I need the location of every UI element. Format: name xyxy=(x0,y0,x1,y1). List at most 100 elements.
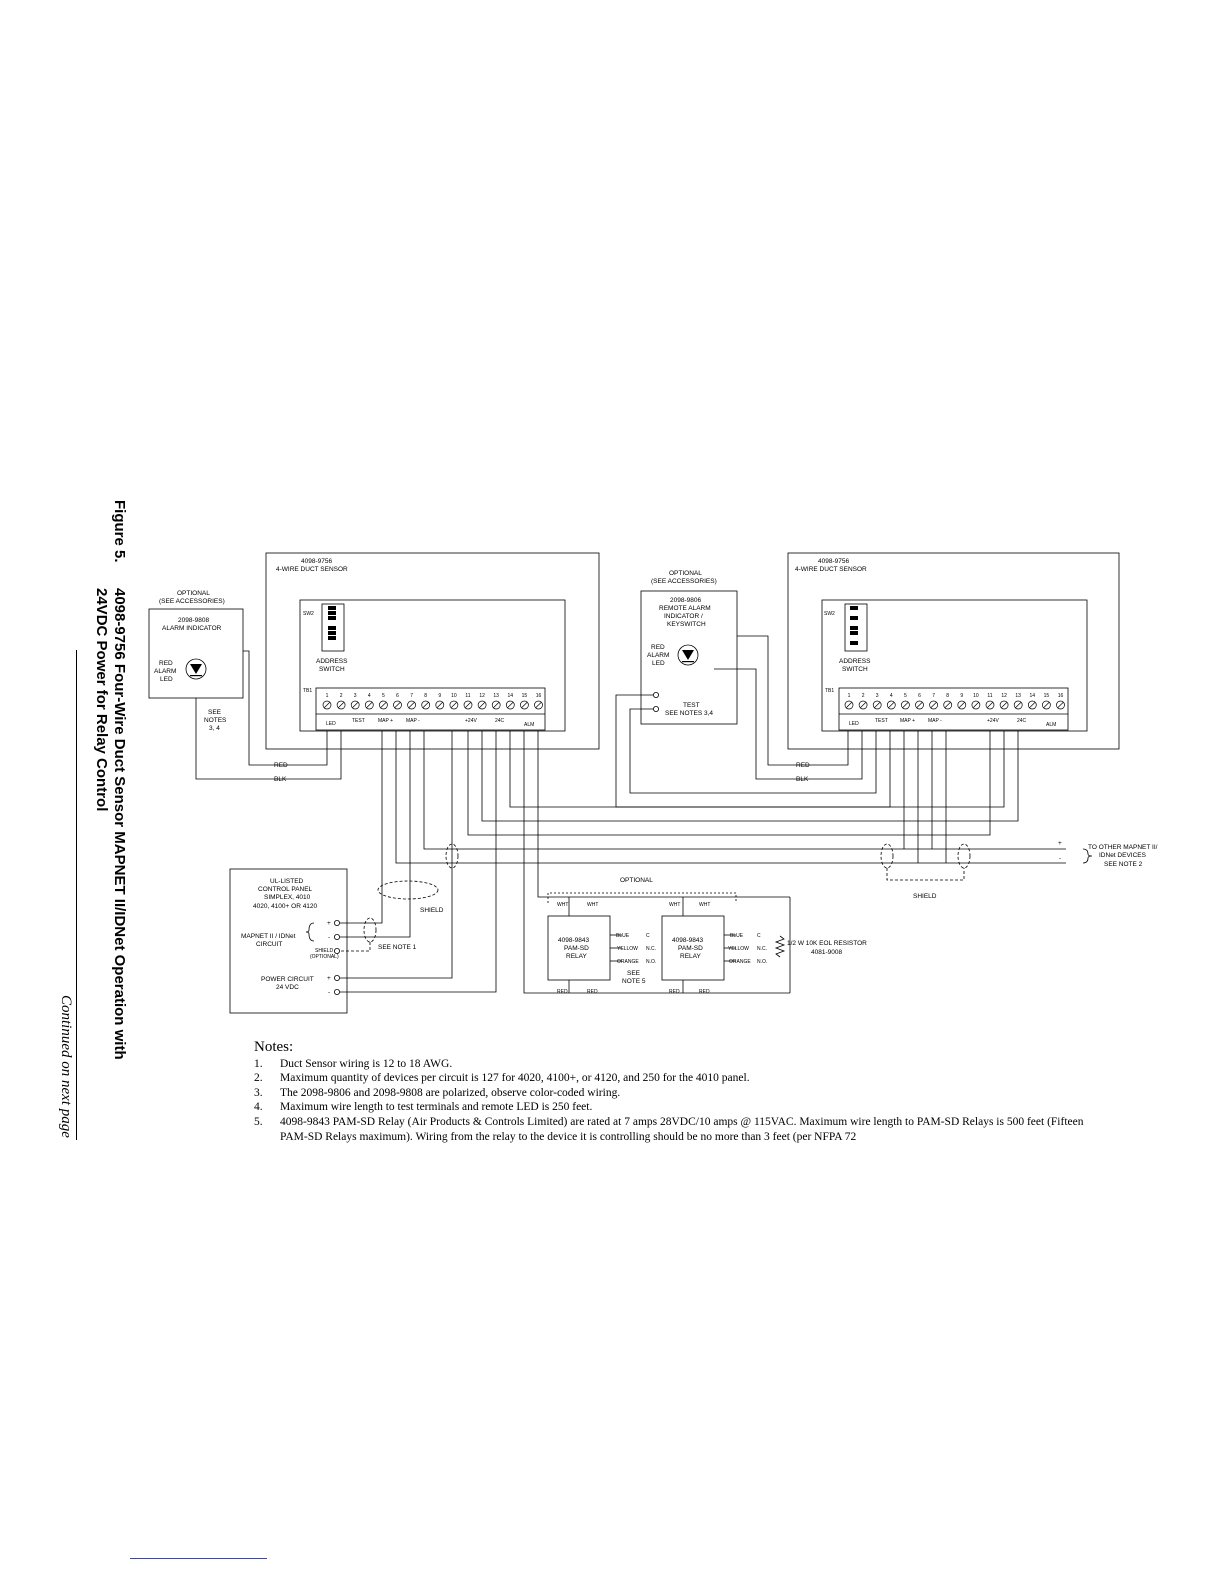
group-mapminus-left: MAP - xyxy=(406,718,420,724)
shield-label-left: SHIELD xyxy=(420,907,444,914)
terminal-number-right-3: 3 xyxy=(876,693,879,699)
other-l2: IDNet DEVICES xyxy=(1099,852,1147,859)
terminal-slot-right-12 xyxy=(1001,701,1008,709)
terminal-slot-right-9 xyxy=(958,701,965,709)
terminal-number-left-7: 7 xyxy=(410,693,413,699)
terminal-number-right-10: 10 xyxy=(973,693,979,699)
terminal-slot-right-6 xyxy=(916,701,923,709)
relays-optional: OPTIONAL xyxy=(620,877,653,884)
note-text: Duct Sensor wiring is 12 to 18 AWG. xyxy=(280,1057,453,1070)
other-plus: + xyxy=(1058,840,1062,847)
other-l3: SEE NOTE 2 xyxy=(1104,861,1143,868)
remote-line2: INDICATOR / xyxy=(664,613,703,620)
relay-see2: NOTE 5 xyxy=(622,978,646,985)
terminal-slot-left-13 xyxy=(493,701,500,709)
group-mapplus-left: MAP + xyxy=(378,718,393,724)
terminal-screw-left-16 xyxy=(534,700,543,710)
terminal-number-right-9: 9 xyxy=(960,693,963,699)
relay-2-no: N.O. xyxy=(757,959,767,965)
relay-wht-2: WHT xyxy=(587,902,598,908)
terminal-slot-left-7 xyxy=(408,701,415,709)
alarm-opt1: OPTIONAL xyxy=(177,590,210,597)
relay-1-name1: PAM-SD xyxy=(564,945,589,952)
terminal-screw-right-8 xyxy=(943,700,953,710)
terminal-screw-right-14 xyxy=(1027,700,1037,710)
group-test-right: TEST xyxy=(875,718,888,724)
terminal-screw-left-8 xyxy=(421,700,431,710)
remote-test: TEST xyxy=(683,702,700,709)
terminal-number-left-1: 1 xyxy=(326,693,329,699)
terminal-number-left-2: 2 xyxy=(340,693,343,699)
shield-label-right: SHIELD xyxy=(913,893,937,900)
terminal-slot-right-5 xyxy=(902,701,909,709)
terminal-number-right-5: 5 xyxy=(904,693,907,699)
dip-switch-left xyxy=(321,603,345,652)
terminal-slot-left-16 xyxy=(535,701,542,709)
note-item: 2.Maximum quantity of devices per circui… xyxy=(254,1071,1114,1086)
terminal-screw-right-4 xyxy=(886,700,896,710)
wire-blk-left: BLK xyxy=(274,776,287,783)
sensor-left-housing xyxy=(265,552,600,750)
group-24v-right: +24V xyxy=(987,718,999,724)
terminal-screw-left-15 xyxy=(520,700,529,710)
relay-1-nc: N.C. xyxy=(646,946,656,952)
sensor-right-sw: SW2 xyxy=(824,611,835,617)
sensor-right-model: 4098-9756 xyxy=(818,558,849,565)
note-item: 3.The 2098-9806 and 2098-9808 are polari… xyxy=(254,1086,1114,1101)
terminal-screw-right-13 xyxy=(1013,700,1023,710)
note-number: 4. xyxy=(254,1101,263,1114)
terminal-number-right-7: 7 xyxy=(932,693,935,699)
terminal-slot-left-11 xyxy=(464,701,472,709)
terminal-slot-left-5 xyxy=(380,701,387,709)
alarm-model: 2098-9808 xyxy=(178,617,209,624)
note-number: 5. xyxy=(254,1115,263,1128)
terminal-number-left-3: 3 xyxy=(354,693,357,699)
terminal-slot-left-12 xyxy=(479,701,486,709)
terminal-number-left-13: 13 xyxy=(493,693,499,699)
terminal-slot-left-2 xyxy=(338,701,345,709)
terminal-screw-left-4 xyxy=(364,700,374,710)
relay-1-yellow: YELLOW xyxy=(617,946,638,952)
terminal-number-left-8: 8 xyxy=(424,693,427,699)
alarm-opt2: (SEE ACCESSORIES) xyxy=(159,598,225,605)
relay-1-c: C xyxy=(646,933,650,939)
terminal-number-left-16: 16 xyxy=(536,693,542,699)
terminal-slot-right-8 xyxy=(944,701,951,709)
relay-red-4: RED xyxy=(699,989,710,995)
remote-led2: ALARM xyxy=(647,652,669,659)
panel-shield1: SHIELD xyxy=(315,948,333,954)
relay-wht-4: WHT xyxy=(699,902,710,908)
panel-see-note1: SEE NOTE 1 xyxy=(378,944,417,951)
terminal-screw-right-7 xyxy=(929,700,938,710)
panel-map-plus: + xyxy=(327,920,331,927)
panel-l3: SIMPLEX, 4010 xyxy=(264,894,311,901)
sensor-right-housing xyxy=(787,552,1120,750)
alarm-see3: 3, 4 xyxy=(209,725,220,732)
panel-power2: 24 VDC xyxy=(276,984,299,991)
terminal-number-left-15: 15 xyxy=(522,693,528,699)
group-mapplus-right: MAP + xyxy=(900,718,915,724)
terminal-screw-right-5 xyxy=(901,700,910,710)
relay-2-yellow: YELLOW xyxy=(728,946,749,952)
terminal-screw-right-6 xyxy=(915,700,924,710)
terminal-screw-left-14 xyxy=(505,700,515,710)
terminal-slot-right-1 xyxy=(845,701,853,709)
terminal-slot-left-4 xyxy=(366,701,373,709)
relay-red-3: RED xyxy=(669,989,680,995)
notes-section: Notes: 1.Duct Sensor wiring is 12 to 18 … xyxy=(254,1040,1114,1144)
terminal-screw-right-12 xyxy=(999,700,1009,710)
terminal-number-right-13: 13 xyxy=(1015,693,1021,699)
remote-notes: SEE NOTES 3,4 xyxy=(665,710,713,717)
panel-l4: 4020, 4100+ OR 4120 xyxy=(253,903,318,910)
sensor-left-tb: TB1 xyxy=(303,688,312,694)
terminal-number-left-9: 9 xyxy=(438,693,441,699)
remote-led3: LED xyxy=(652,660,665,667)
other-l1: TO OTHER MAPNET II/ xyxy=(1088,844,1158,851)
terminal-number-right-15: 15 xyxy=(1044,693,1050,699)
terminal-number-right-11: 11 xyxy=(987,693,992,699)
sensor-right-addr2: SWITCH xyxy=(842,666,868,673)
remote-model: 2098-9806 xyxy=(670,597,701,604)
relay-red-1: RED xyxy=(557,989,568,995)
note-item: 5.4098-9843 PAM-SD Relay (Air Products &… xyxy=(254,1115,1114,1144)
